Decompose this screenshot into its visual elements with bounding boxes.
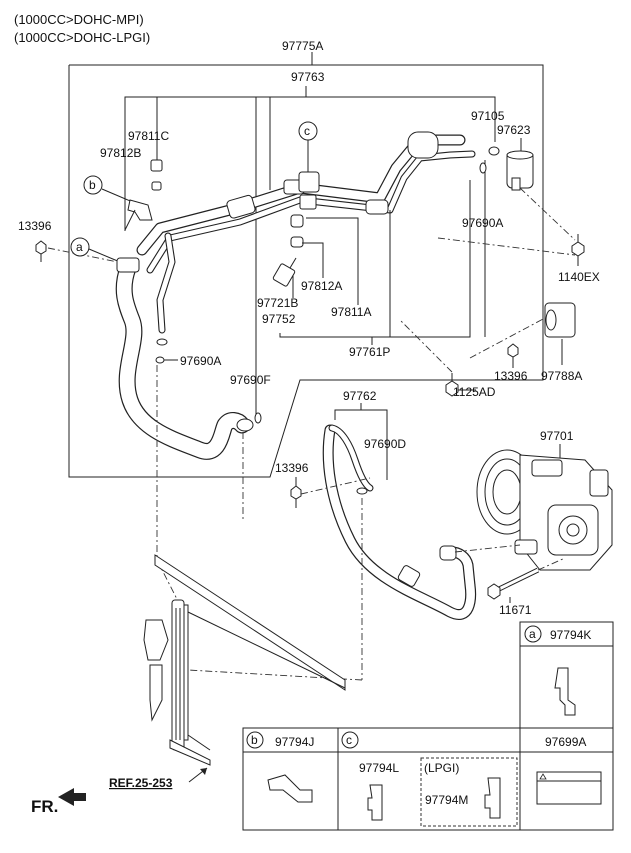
o-ring-97690A-left (156, 338, 168, 346)
fitting-block-1 (226, 194, 256, 219)
legend-a-part[interactable]: 97794K (550, 628, 591, 642)
clip-97794M-icon (484, 777, 501, 819)
engine-spec-mpi: (1000CC>DOHC-MPI) (14, 12, 144, 27)
pressure-switch-97721B (272, 257, 297, 287)
bolt-13396-mid (507, 343, 519, 358)
bolt-13396-left (35, 240, 47, 262)
o-ring-97690F (254, 412, 262, 424)
clip-97794L-icon (367, 784, 383, 821)
compressor-97701 (476, 449, 613, 571)
label-97701[interactable]: 97701 (540, 429, 574, 443)
label-97812A[interactable]: 97812A (301, 279, 342, 293)
label-97623[interactable]: 97623 (497, 123, 531, 137)
front-arrow-icon (58, 788, 86, 806)
label-97690A-right[interactable]: 97690A (462, 216, 503, 230)
label-97690D[interactable]: 97690D (364, 437, 406, 451)
legend-b-letter: b (251, 733, 258, 747)
legend-c-letter: c (346, 733, 352, 747)
label-1140EX[interactable]: 1140EX (558, 270, 600, 284)
ref-arrow-icon (200, 768, 207, 775)
label-97763[interactable]: 97763 (291, 70, 325, 84)
o-ring-97690A-right (479, 162, 487, 174)
label-97721B[interactable]: 97721B (257, 296, 298, 310)
bracket-97794J-icon (267, 774, 313, 803)
cap-97812A-top (290, 214, 304, 228)
engine-spec-lpgi: (1000CC>DOHC-LPGI) (14, 30, 150, 45)
legend-a: a 97794K (519, 621, 614, 729)
legend-lpgi: (LPGI) (424, 761, 459, 775)
label-13396-mid[interactable]: 13396 (494, 369, 528, 383)
condenser (143, 554, 346, 766)
legend-bc: b 97794J c 97699A 97794L (LPGI) 97794M (242, 727, 614, 831)
bracket-c-mount (298, 171, 320, 193)
label-97690A-left[interactable]: 97690A (180, 354, 221, 368)
valve-cap-97811C (150, 159, 163, 172)
lpgi-dashed-box (420, 757, 518, 827)
bolt-1125AD (445, 373, 459, 397)
discharge-pipe-upper (136, 134, 476, 334)
svg-text:b: b (89, 178, 96, 192)
front-direction-label: FR. (31, 797, 58, 816)
coupling-block (407, 131, 439, 159)
legend-c-part2[interactable]: 97794M (425, 793, 468, 807)
bolt-11671 (487, 567, 540, 600)
o-ring-97105 (488, 146, 500, 156)
ref-circle-a[interactable]: a (70, 237, 90, 257)
service-port-97811A (299, 194, 317, 210)
compressor-fitting (439, 545, 457, 561)
legend-c-part1[interactable]: 97794L (359, 761, 399, 775)
label-97762[interactable]: 97762 (343, 389, 377, 403)
bracket-97763 (124, 96, 496, 231)
sensor-97788A (544, 302, 576, 338)
o-ring-97690D (356, 487, 368, 495)
cap-97812A (290, 236, 304, 248)
label-97775A[interactable]: 97775A (282, 39, 323, 53)
label-13396-left[interactable]: 13396 (18, 219, 52, 233)
suction-hose-97762-main (115, 259, 251, 460)
ref-circle-c[interactable]: c (298, 121, 318, 141)
bolt-13396-low (290, 485, 302, 508)
bracket-a-mount (116, 257, 140, 273)
bolt-1140EX (571, 234, 585, 257)
legend-b-part[interactable]: 97794J (275, 735, 314, 749)
label-97811A[interactable]: 97811A (331, 305, 371, 319)
valve-core-97812B (151, 181, 162, 191)
svg-text:a: a (76, 240, 83, 254)
label-97761P[interactable]: 97761P (349, 345, 390, 359)
legend-label-part[interactable]: 97699A (545, 735, 586, 749)
svg-text:c: c (304, 124, 310, 138)
label-1125AD[interactable]: 1125AD (453, 385, 496, 399)
hose-ferrule (397, 565, 421, 587)
label-11671[interactable]: 11671 (499, 603, 532, 617)
caution-label-97699A-icon (536, 771, 602, 805)
ref-circle-b[interactable]: b (83, 175, 103, 195)
suction-hose-97762 (322, 424, 477, 620)
hose-end-fitting (236, 418, 254, 432)
clip-97794K-icon (554, 667, 576, 716)
label-97752[interactable]: 97752 (262, 312, 296, 326)
bracket-b-mount (124, 199, 153, 231)
ref-25-253[interactable]: REF.25-253 (109, 776, 173, 790)
assembly-frame (68, 64, 544, 478)
receiver-drier-97623 (506, 150, 534, 191)
label-97788A[interactable]: 97788A (541, 369, 582, 383)
label-97105[interactable]: 97105 (471, 109, 505, 123)
label-97690F[interactable]: 97690F (230, 373, 271, 387)
label-97812B[interactable]: 97812B (100, 146, 141, 160)
pipe-clamp (365, 199, 389, 215)
legend-a-letter: a (529, 627, 536, 641)
label-97811C[interactable]: 97811C (128, 129, 169, 143)
label-13396-low[interactable]: 13396 (275, 461, 309, 475)
